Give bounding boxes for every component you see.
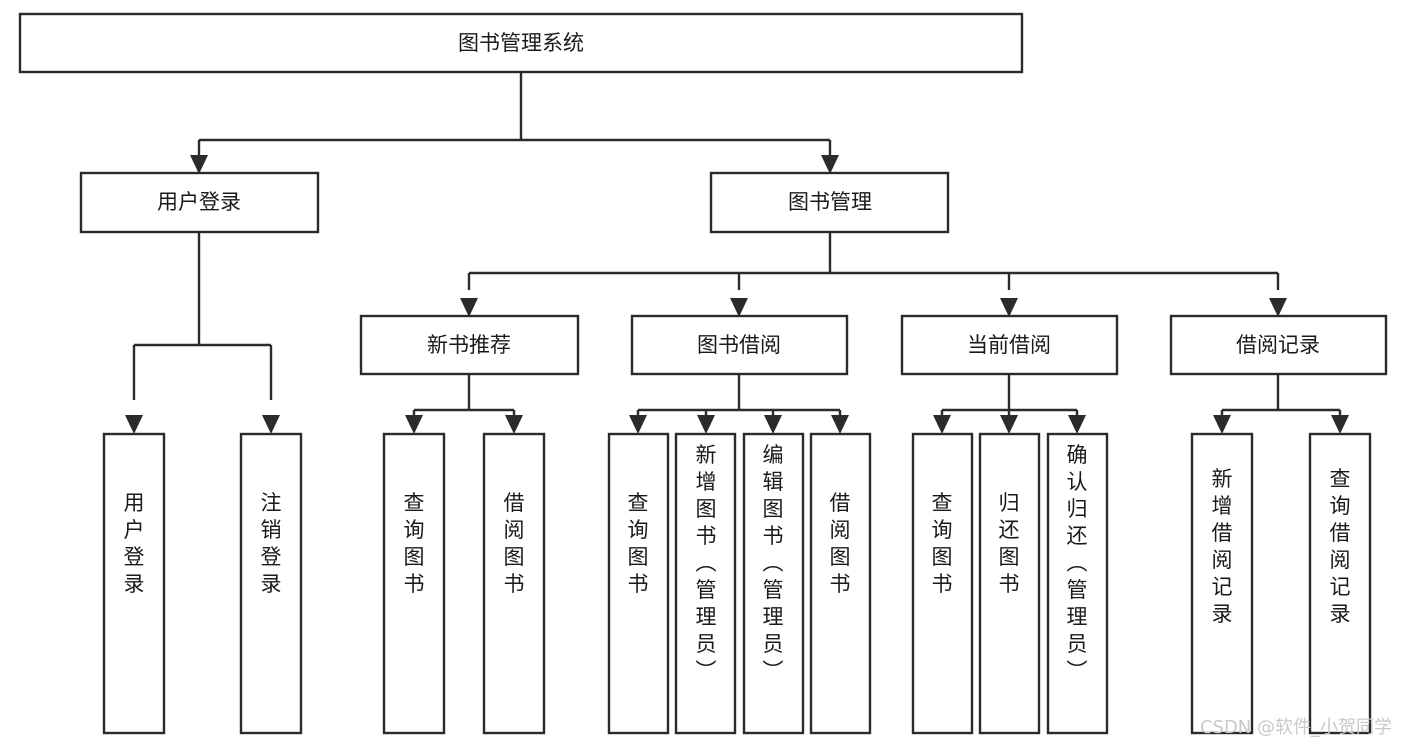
node-leaf-confirm-return-box[interactable]	[1046, 432, 1109, 735]
arrow-head-borrow-record	[1269, 298, 1287, 317]
arrow-head-leaf-query-record	[1331, 415, 1349, 434]
node-leaf-query-record[interactable]: 查询借阅记录	[1308, 432, 1372, 735]
node-leaf-user-logout-box[interactable]	[239, 432, 303, 735]
node-leaf-add-book-box[interactable]	[674, 432, 737, 735]
arrow-head-leaf-borrow-book-2	[831, 415, 849, 434]
node-leaf-add-book-label: 新增图书︵管理员︶	[696, 443, 717, 683]
arrow-head-leaf-query-book-2	[629, 415, 647, 434]
node-leaf-borrow-book-2[interactable]: 借阅图书	[809, 432, 872, 735]
node-borrow-record-box[interactable]	[1169, 314, 1388, 376]
node-book-borrow-label: 图书借阅	[697, 333, 781, 357]
node-user-login-label: 用户登录	[157, 190, 241, 214]
node-leaf-query-book-1[interactable]: 查询图书	[382, 432, 446, 735]
node-borrow-record[interactable]: 借阅记录	[1169, 314, 1388, 376]
node-leaf-user-login[interactable]: 用户登录	[102, 432, 166, 735]
node-book-management-box[interactable]	[709, 171, 950, 234]
node-leaf-edit-book[interactable]: 编辑图书︵管理员︶	[742, 432, 805, 735]
node-new-book-recommend-label: 新书推荐	[427, 333, 511, 357]
node-leaf-return-book-label: 归还图书	[999, 491, 1020, 596]
arrow-head-leaf-query-book-1	[405, 415, 423, 434]
node-current-borrow-box[interactable]	[900, 314, 1119, 376]
node-leaf-query-book-1-label: 查询图书	[404, 491, 425, 596]
node-leaf-query-book-3-label: 查询图书	[932, 491, 953, 596]
node-leaf-query-book-2-label: 查询图书	[628, 491, 649, 596]
node-user-login-box[interactable]	[79, 171, 320, 234]
node-root[interactable]: 图书管理系统	[18, 12, 1024, 74]
arrow-head-book-borrow	[730, 298, 748, 317]
node-leaf-return-book[interactable]: 归还图书	[978, 432, 1041, 735]
node-root-box[interactable]	[18, 12, 1024, 74]
arrow-head-leaf-query-book-3	[933, 415, 951, 434]
node-book-management[interactable]: 图书管理	[709, 171, 950, 234]
node-leaf-query-book-2-box[interactable]	[607, 432, 670, 735]
csdn-watermark: CSDN @软件_小贺同学	[1200, 717, 1392, 738]
node-leaf-borrow-book-1-label: 借阅图书	[504, 491, 525, 596]
node-leaf-user-login-box[interactable]	[102, 432, 166, 735]
node-leaf-user-logout-label: 注销登录	[261, 491, 282, 596]
node-current-borrow-label: 当前借阅	[967, 333, 1051, 357]
node-leaf-add-record[interactable]: 新增借阅记录	[1190, 432, 1254, 735]
arrow-head-leaf-edit-book	[764, 415, 782, 434]
arrow-head-book-management	[821, 155, 839, 174]
node-leaf-borrow-book-2-box[interactable]	[809, 432, 872, 735]
arrow-head-leaf-confirm-return	[1068, 415, 1086, 434]
node-new-book-recommend[interactable]: 新书推荐	[359, 314, 580, 376]
node-book-management-label: 图书管理	[788, 190, 872, 214]
node-leaf-query-book-3[interactable]: 查询图书	[911, 432, 974, 735]
arrow-head-leaf-user-logout	[262, 415, 280, 434]
node-user-login[interactable]: 用户登录	[79, 171, 320, 234]
node-leaf-add-book[interactable]: 新增图书︵管理员︶	[674, 432, 737, 735]
node-book-borrow-box[interactable]	[630, 314, 849, 376]
node-book-borrow[interactable]: 图书借阅	[630, 314, 849, 376]
node-leaf-confirm-return-label: 确认归还︵管理员︶	[1067, 443, 1088, 683]
node-leaf-query-book-1-box[interactable]	[382, 432, 446, 735]
node-leaf-add-record-box[interactable]	[1190, 432, 1254, 735]
arrow-head-leaf-return-book	[1000, 415, 1018, 434]
node-leaf-borrow-book-1[interactable]: 借阅图书	[482, 432, 546, 735]
arrow-head-leaf-add-record	[1213, 415, 1231, 434]
connector-layer	[125, 72, 1349, 434]
node-leaf-confirm-return[interactable]: 确认归还︵管理员︶	[1046, 432, 1109, 735]
node-leaf-borrow-book-1-box[interactable]	[482, 432, 546, 735]
node-leaf-borrow-book-2-label: 借阅图书	[830, 491, 851, 596]
arrow-head-leaf-borrow-book-1	[505, 415, 523, 434]
node-leaf-query-book-3-box[interactable]	[911, 432, 974, 735]
arrow-head-leaf-add-book	[697, 415, 715, 434]
arrow-head-leaf-user-login	[125, 415, 143, 434]
arrow-head-user-login	[190, 155, 208, 174]
arrow-head-current-borrow	[1000, 298, 1018, 317]
node-leaf-query-record-label: 查询借阅记录	[1330, 467, 1351, 626]
node-leaf-query-book-2[interactable]: 查询图书	[607, 432, 670, 735]
node-leaf-user-login-label: 用户登录	[124, 491, 145, 596]
node-root-label: 图书管理系统	[458, 31, 584, 55]
node-leaf-user-logout[interactable]: 注销登录	[239, 432, 303, 735]
node-leaf-query-record-box[interactable]	[1308, 432, 1372, 735]
node-leaf-return-book-box[interactable]	[978, 432, 1041, 735]
node-new-book-recommend-box[interactable]	[359, 314, 580, 376]
node-leaf-edit-book-label: 编辑图书︵管理员︶	[763, 443, 784, 683]
arrow-head-new-book-recommend	[460, 298, 478, 317]
node-leaf-add-record-label: 新增借阅记录	[1212, 467, 1233, 626]
node-current-borrow[interactable]: 当前借阅	[900, 314, 1119, 376]
node-leaf-edit-book-box[interactable]	[742, 432, 805, 735]
node-borrow-record-label: 借阅记录	[1236, 333, 1320, 357]
